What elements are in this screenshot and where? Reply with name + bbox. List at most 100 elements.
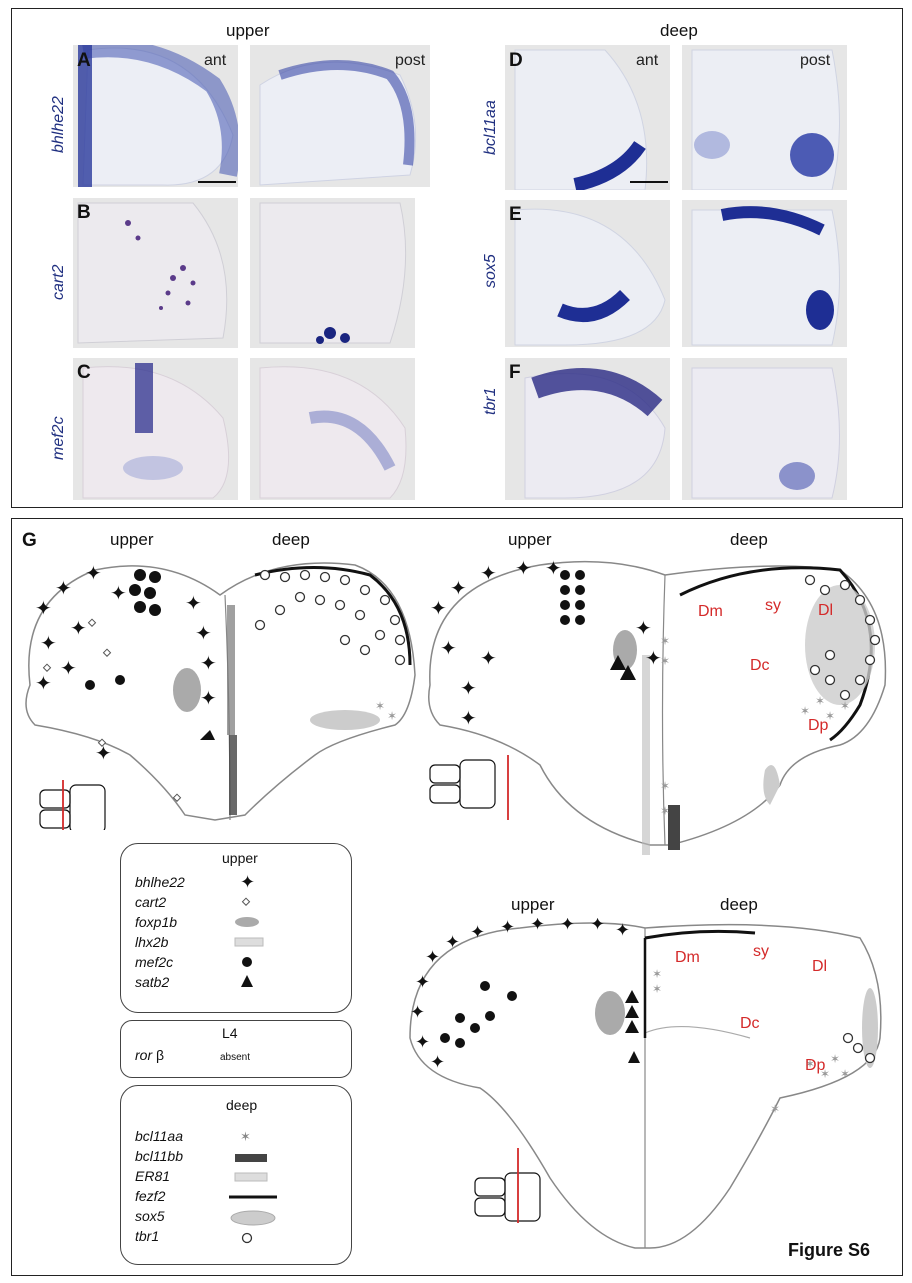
svg-text:✦: ✦ <box>425 947 440 967</box>
svg-text:✶: ✶ <box>815 694 825 708</box>
legend-l4-title: L4 <box>222 1025 238 1041</box>
image-A-post <box>250 45 430 187</box>
svg-text:✦: ✦ <box>515 558 532 580</box>
region-dc-2: Dc <box>750 657 770 674</box>
svg-text:✶: ✶ <box>830 1052 840 1066</box>
legend-upper-title: upper <box>222 850 258 866</box>
legend-item-fezf2: fezf2 <box>135 1188 166 1204</box>
legend-item-mef2c: mef2c <box>135 954 174 970</box>
legend-l4 <box>120 1020 352 1078</box>
panel-bottom <box>11 518 903 1276</box>
legend-l4-gene-name: ror <box>135 1047 153 1063</box>
label-ant-D: ant <box>636 52 659 69</box>
legend-upper <box>120 843 352 1013</box>
image-B-post <box>250 198 415 348</box>
svg-text:✦: ✦ <box>60 658 77 680</box>
svg-text:✦: ✦ <box>85 563 102 585</box>
svg-text:✶: ✶ <box>375 699 385 713</box>
svg-text:✦: ✦ <box>450 578 467 600</box>
svg-text:✶: ✶ <box>660 654 670 668</box>
letter-A: A <box>77 50 91 71</box>
legend-item-er81: ER81 <box>135 1168 171 1184</box>
legend-item-foxp1b: foxp1b <box>135 914 178 930</box>
svg-text:✶: ✶ <box>660 804 670 818</box>
region-dl-2: Dl <box>818 602 834 619</box>
legend-item-sox5: sox5 <box>135 1208 165 1224</box>
schematic2-upper: upper <box>508 530 552 549</box>
svg-text:✦: ✦ <box>35 598 52 620</box>
svg-text:✦: ✦ <box>185 593 202 615</box>
region-dl-3: Dl <box>812 958 828 975</box>
svg-text:✦: ✦ <box>545 558 562 580</box>
svg-text:✶: ✶ <box>820 1067 830 1081</box>
svg-text:✶: ✶ <box>805 1057 815 1071</box>
label-post-A: post <box>395 52 426 69</box>
image-E-post <box>682 200 847 347</box>
gene-C: mef2c <box>50 416 67 460</box>
schematic3-deep: deep <box>720 895 758 914</box>
svg-text:✦: ✦ <box>480 648 497 670</box>
svg-text:✦: ✦ <box>35 673 52 695</box>
schematic1-upper: upper <box>110 530 154 549</box>
legend-l4-gene: ror β <box>135 1047 164 1063</box>
gene-E: sox5 <box>482 254 499 288</box>
image-C-ant <box>73 358 238 500</box>
svg-text:✶: ✶ <box>840 1067 850 1081</box>
svg-text:✶: ✶ <box>652 982 662 996</box>
svg-text:✦: ✦ <box>40 633 57 655</box>
svg-text:✦: ✦ <box>410 1002 425 1022</box>
svg-text:✦: ✦ <box>560 918 575 934</box>
svg-text:✦: ✦ <box>500 918 515 937</box>
header-upper: upper <box>226 21 270 40</box>
scale-bar-A <box>198 181 236 183</box>
image-F-post <box>682 358 847 500</box>
label-post-D: post <box>800 52 831 69</box>
svg-text:✶: ✶ <box>800 704 810 718</box>
svg-text:✶: ✶ <box>770 1102 780 1116</box>
legend-item-bhlhe22: bhlhe22 <box>135 874 185 890</box>
svg-text:✦: ✦ <box>470 922 485 942</box>
svg-text:✦: ✦ <box>645 648 662 670</box>
svg-text:✦: ✦ <box>95 743 112 765</box>
legend-l4-gene-greek: β <box>156 1047 165 1063</box>
region-dc-3: Dc <box>740 1015 760 1032</box>
schematic3-diagram: ✦✦✦✦✦✦✦✦✦✦✦✦ ✶✶✶✶✶✶✶ <box>409 918 882 1249</box>
legend-upper-symbols: ✦ <box>234 872 264 987</box>
svg-text:✶: ✶ <box>660 779 670 793</box>
svg-text:✦: ✦ <box>445 932 460 952</box>
svg-text:✦: ✦ <box>460 708 477 730</box>
image-E-ant <box>505 200 670 347</box>
legend-item-bcl11aa: bcl11aa <box>135 1128 184 1144</box>
svg-text:✦: ✦ <box>415 1032 430 1052</box>
image-C-post <box>250 358 415 500</box>
region-dm-3: Dm <box>675 949 700 966</box>
svg-text:✦: ✦ <box>200 653 217 675</box>
schematic2-deep: deep <box>730 530 768 549</box>
letter-B: B <box>77 202 91 223</box>
svg-text:✦: ✦ <box>615 920 630 940</box>
svg-text:✦: ✦ <box>430 598 447 620</box>
region-sy-2: sy <box>765 597 781 614</box>
legend-item-cart2: cart2 <box>135 894 167 910</box>
schematic1-diagram: ✦✦✦✦✦✦✦✦✦✦✦✦✦ ✶✶ <box>25 562 416 830</box>
scale-bar-D <box>630 181 668 183</box>
svg-text:✶: ✶ <box>652 967 662 981</box>
svg-text:✦: ✦ <box>590 918 605 934</box>
region-dm-2: Dm <box>698 603 723 620</box>
legend-item-lhx2b: lhx2b <box>135 934 169 950</box>
gene-B: cart2 <box>50 264 67 300</box>
letter-F: F <box>509 362 521 383</box>
legend-l4-value: absent <box>220 1052 251 1063</box>
svg-text:✦: ✦ <box>110 583 127 605</box>
svg-text:✦: ✦ <box>195 623 212 645</box>
legend-deep-symbols: ✶ <box>229 1129 277 1244</box>
svg-text:✦: ✦ <box>460 678 477 700</box>
svg-text:✦: ✦ <box>415 972 430 992</box>
svg-text:✦: ✦ <box>635 618 652 640</box>
svg-text:✦: ✦ <box>240 872 255 892</box>
region-sy-3: sy <box>753 943 769 960</box>
image-A-ant <box>73 45 238 187</box>
region-dp-2: Dp <box>808 717 829 734</box>
schematic3-upper: upper <box>511 895 555 914</box>
svg-text:✦: ✦ <box>530 918 545 934</box>
